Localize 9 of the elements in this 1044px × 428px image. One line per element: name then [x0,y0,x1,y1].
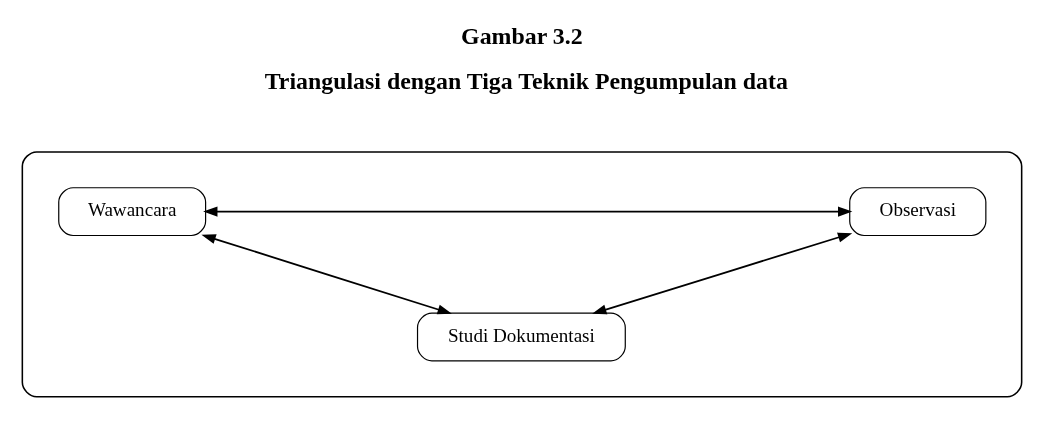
node-box: Wawancara [58,187,207,237]
cluster [21,151,1023,398]
node-box: Observasi [849,187,987,237]
arrow [203,206,853,217]
arrow [592,232,853,315]
diagram-title: Gambar 3.2 [461,23,583,50]
label: Triangulasi dengan Tiga Teknik Pengumpulan data [264,67,788,94]
arrow [201,234,452,315]
node-box: Studi Dokumentasi [416,312,626,362]
